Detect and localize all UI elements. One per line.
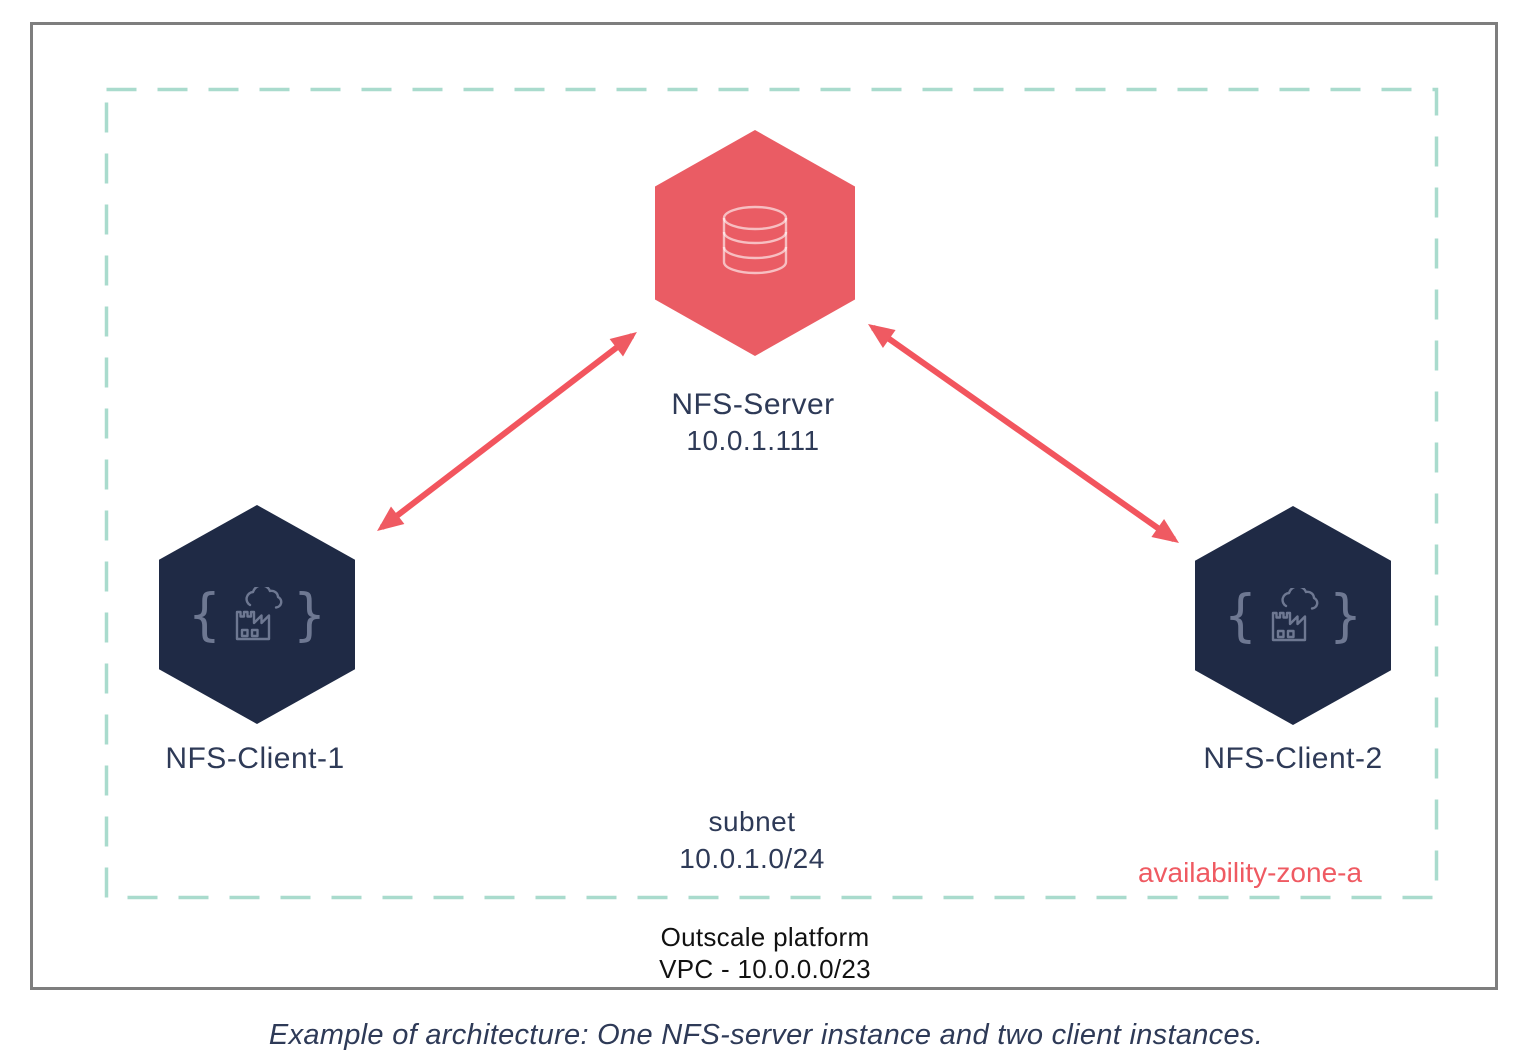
figure-caption: Example of architecture: One NFS-server … — [268, 1019, 1264, 1051]
database-icon — [722, 205, 788, 275]
subnet-cidr: 10.0.1.0/24 — [679, 843, 825, 874]
factory-code-icon: { } — [187, 582, 327, 647]
factory-code-icon: { } — [1223, 583, 1363, 648]
brace-left-icon: { — [187, 582, 221, 647]
availability-zone-label: availability-zone-a — [1137, 857, 1363, 888]
vpc-cidr-label: VPC - 10.0.0.0/23 — [659, 954, 871, 984]
factory-cloud-icon — [1271, 587, 1319, 641]
platform-label-block: Outscale platform VPC - 10.0.0.0/23 — [565, 921, 965, 985]
client1-label: NFS-Client-1 — [165, 742, 345, 775]
client-node-1: { } — [159, 505, 355, 724]
brace-left-icon: { — [1223, 583, 1257, 648]
platform-name: Outscale platform — [660, 922, 870, 952]
server-label-block: NFS-Server 10.0.1.111 — [603, 387, 903, 459]
brace-right-icon: } — [1329, 583, 1363, 648]
server-ip: 10.0.1.111 — [686, 425, 820, 456]
subnet-label-block: subnet 10.0.1.0/24 — [602, 803, 902, 877]
brace-right-icon: } — [293, 582, 327, 647]
client2-label: NFS-Client-2 — [1203, 742, 1383, 775]
server-label: NFS-Server — [671, 388, 835, 421]
subnet-label: subnet — [708, 806, 796, 837]
factory-cloud-icon — [235, 586, 283, 640]
